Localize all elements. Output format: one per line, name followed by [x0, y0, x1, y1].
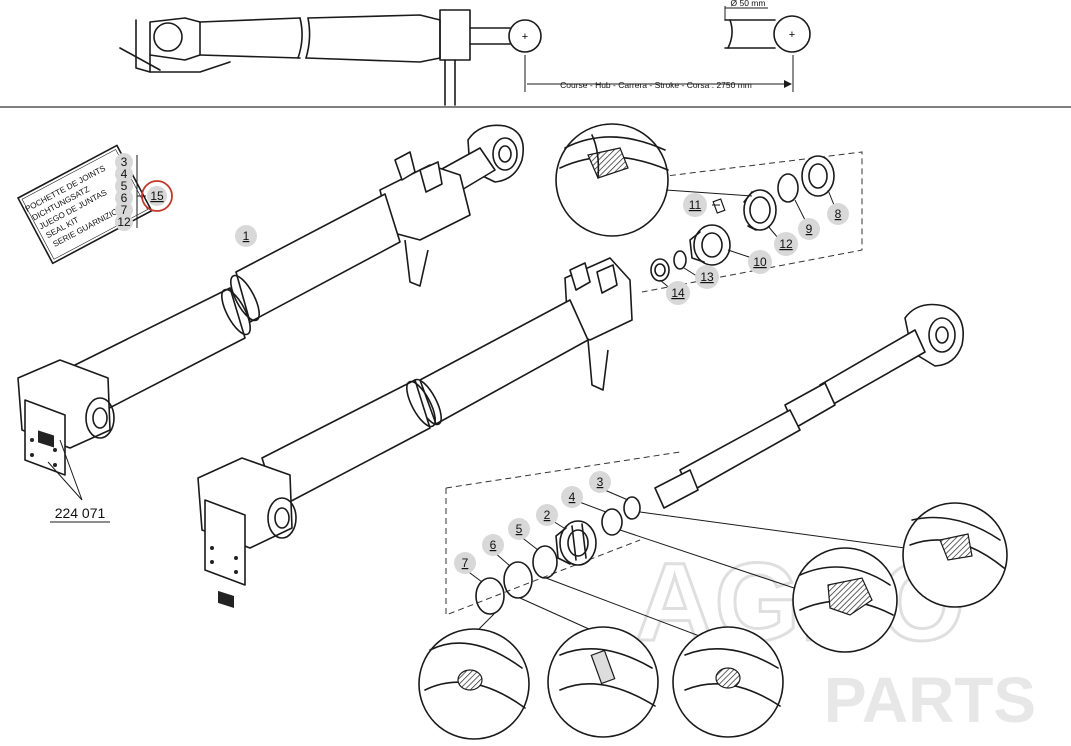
kit-number-highlight	[141, 180, 173, 212]
seal-kit-label: POCHETTE DE JOINTS DICHTUNGSATZ JUEGO DE…	[16, 144, 173, 265]
kit-part-7: 7	[121, 203, 128, 217]
kit-part-5: 5	[121, 179, 128, 193]
callout-14: 14	[671, 286, 685, 300]
kit-part-4: 4	[121, 167, 128, 181]
seal-kit-part-list: 3 4 5 6 7 12	[115, 153, 146, 231]
callout-4: 4	[569, 490, 576, 504]
kit-part-12: 12	[117, 215, 131, 229]
callouts: 1 2 3 4 5 6 7 8 9 10 11 12 13 14	[235, 193, 849, 574]
kit-part-3: 3	[121, 155, 128, 169]
callout-7: 7	[462, 556, 469, 570]
kit-number: 15	[150, 189, 164, 203]
main-cylinder-assembled	[17, 124, 524, 501]
callout-3: 3	[597, 475, 604, 489]
callout-2: 2	[544, 508, 551, 522]
piston-rod	[654, 303, 964, 509]
head-seal-parts	[555, 123, 837, 291]
watermark-parts: PARTS	[824, 664, 1036, 736]
callout-8: 8	[835, 207, 842, 221]
rod-diameter-label: Ø 50 mm	[731, 0, 766, 8]
detail-magnifiers	[418, 502, 1008, 740]
piston-seal-parts	[465, 487, 906, 641]
callout-13: 13	[700, 270, 714, 284]
callout-10: 10	[753, 255, 767, 269]
callout-11: 11	[689, 198, 702, 212]
svg-text:+: +	[522, 31, 528, 43]
callout-1: 1	[243, 229, 250, 243]
head-parts-box	[641, 151, 863, 293]
cylinder-barrel	[197, 257, 633, 609]
kit-part-6: 6	[121, 191, 128, 205]
top-cylinder-outline: + Course - Hub - Carrera - Stroke - Cors…	[119, 0, 811, 106]
callout-12: 12	[779, 237, 793, 251]
callout-9: 9	[806, 222, 813, 236]
assembly-part-number: 224 071	[55, 505, 106, 521]
callout-5: 5	[516, 522, 523, 536]
stroke-dimension-label: Course - Hub - Carrera - Stroke - Corsa …	[560, 80, 752, 90]
callout-6: 6	[490, 538, 497, 552]
svg-text:+: +	[789, 29, 795, 41]
